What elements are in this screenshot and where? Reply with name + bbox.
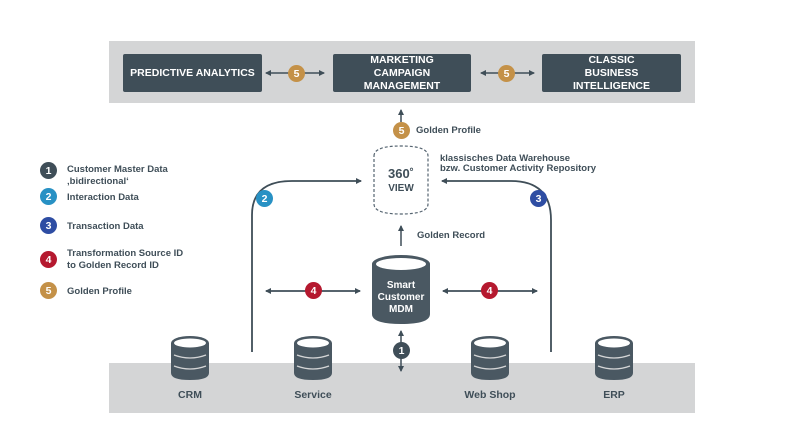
path-interaction (251, 178, 362, 352)
view-subtitle: VIEW (388, 182, 414, 194)
badge-golden-profile-top-left: 5 (288, 65, 305, 82)
system-label-erp: ERP (603, 389, 625, 401)
view-cylinder (373, 145, 429, 215)
golden-record-label: Golden Record (417, 230, 486, 241)
legend-label-3: Transaction Data (67, 221, 144, 232)
badge-transform-left: 4 (305, 282, 322, 299)
legend-label-1: Customer Master Data ‚bidirectional‘ (67, 164, 168, 188)
path-transaction (441, 178, 552, 352)
view-title: 360˚ (387, 165, 415, 181)
mdm-cylinder (372, 255, 430, 324)
legend-badge-2: 2 (40, 188, 57, 205)
legend-line: to Golden Record ID (67, 260, 159, 271)
database-icon (595, 336, 633, 380)
predictive-analytics-box: PREDICTIVE ANALYTICS (123, 54, 262, 92)
legend-line: Customer Master Data (67, 164, 168, 175)
badge-master-data: 1 (393, 342, 410, 359)
legend-label-5: Golden Profile (67, 286, 132, 297)
classic-bi-box: CLASSIC BUSINESS INTELLIGENCE (542, 54, 681, 92)
golden-profile-label: Golden Profile (416, 125, 481, 136)
system-label-web-shop: Web Shop (464, 389, 516, 401)
warehouse-line1: klassisches Data Warehouse (440, 153, 571, 164)
system-label-crm: CRM (178, 389, 202, 401)
legend-badge-5: 5 (40, 282, 57, 299)
mdm-label: Smart Customer MDM (377, 280, 425, 315)
legend-label-4: Transformation Source ID to Golden Recor… (67, 248, 183, 272)
marketing-campaign-box: MARKETING CAMPAIGN MANAGEMENT (333, 54, 471, 92)
badge-transaction: 3 (530, 190, 547, 207)
database-icon (171, 336, 209, 380)
badge-interaction: 2 (256, 190, 273, 207)
legend-badge-4: 4 (40, 251, 57, 268)
badge-golden-profile: 5 (393, 122, 410, 139)
legend-label-2: Interaction Data (67, 192, 139, 203)
database-icon (294, 336, 332, 380)
badge-transform-right: 4 (481, 282, 498, 299)
legend-line: ‚bidirectional‘ (67, 176, 129, 187)
badge-golden-profile-top-right: 5 (498, 65, 515, 82)
warehouse-label: klassisches Data Warehouse bzw. Customer… (440, 154, 596, 174)
legend-badge-3: 3 (40, 217, 57, 234)
system-label-service: Service (294, 389, 332, 401)
legend-line: Transformation Source ID (67, 248, 184, 259)
view-360: 360˚ VIEW (374, 160, 428, 200)
database-icon (471, 336, 509, 380)
legend-badge-1: 1 (40, 162, 57, 179)
warehouse-line2: bzw. Customer Activity Repository (440, 163, 597, 174)
